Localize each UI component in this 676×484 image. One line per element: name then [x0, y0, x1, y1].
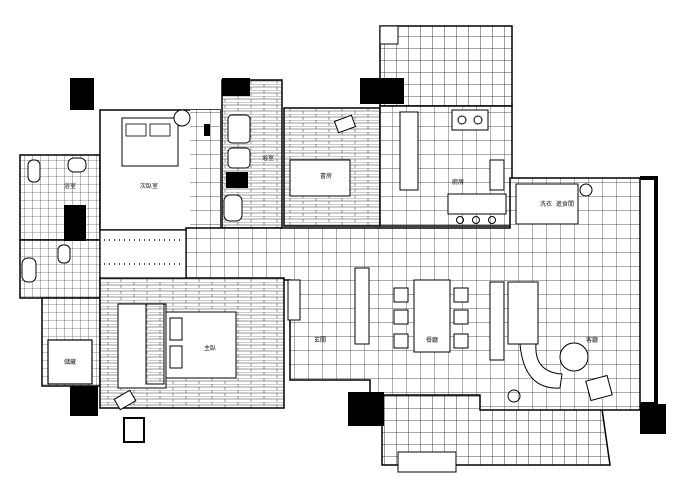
room-label-bath-1: 浴室 [64, 182, 76, 190]
room-label-storage: 儲藏 [64, 358, 76, 366]
room-label-entrance: 玄關 [314, 336, 326, 344]
living-dining-area [185, 177, 641, 411]
room-label-dining: 餐廳 [426, 336, 438, 344]
room-label-bath-2: 浴室 [262, 154, 274, 162]
bedroom-2-area [99, 109, 221, 231]
lower-balcony [381, 394, 611, 473]
closet-strip [99, 229, 187, 279]
room-label-bedroom-2: 次臥室 [140, 182, 158, 190]
room-label-master-bedroom: 主臥 [204, 344, 216, 352]
room-label-kitchen: 廚房 [452, 178, 464, 186]
room-label-laundry: 洗衣 [540, 200, 552, 208]
room-label-living: 客廳 [586, 336, 598, 344]
master-bedroom-area [99, 277, 301, 411]
room-label-study: 書房 [320, 172, 332, 180]
wall-columns [70, 78, 666, 443]
room-label-utility: 進食間 [556, 200, 574, 208]
bath-1-area [19, 154, 101, 387]
kitchen-area [379, 105, 513, 227]
bath-2-study-area [221, 79, 381, 229]
